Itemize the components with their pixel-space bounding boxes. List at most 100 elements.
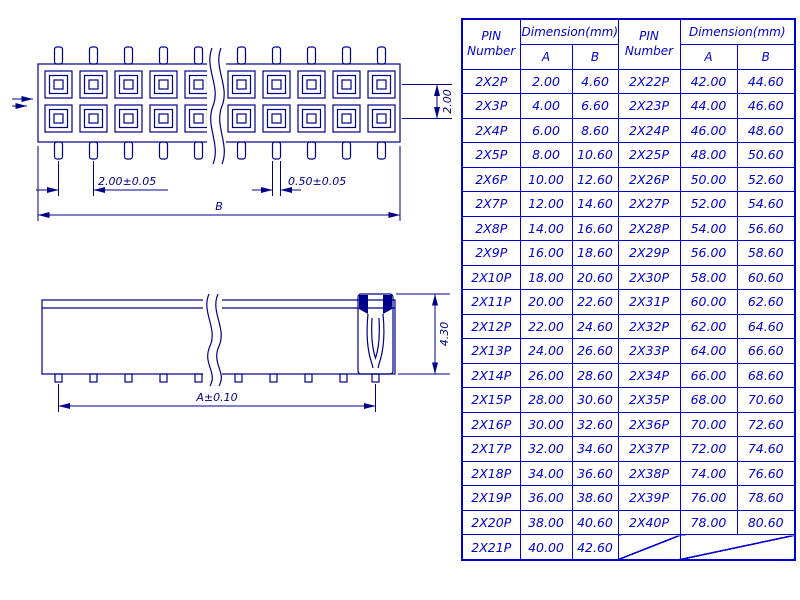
dim-b-cell: 12.60 [571,166,619,192]
dim-b-cell: 22.60 [571,289,619,315]
dim-a-cell: 70.00 [679,411,738,437]
dim-a-cell: 72.00 [679,436,738,462]
dim-b-cell: 34.60 [571,436,619,462]
pin-cell: 2X11P [461,289,521,315]
dim-b-cell: 52.60 [736,166,796,192]
pin-cell: 2X28P [617,215,681,241]
dim-a-cell: 34.00 [519,460,573,486]
dim-a-cell: 62.00 [679,313,738,339]
dim-a-cell: 8.00 [519,142,573,168]
dimension-table: PIN Number Dimension(mm) PIN Number Dime… [461,18,796,561]
header-col-b-right: B [736,43,796,70]
dim-a-cell: 66.00 [679,362,738,388]
header-col-a-right: A [679,43,738,70]
break-symbol-top-view [207,42,226,168]
dim-b-cell: 8.60 [571,117,619,143]
dim-b-cell: 64.60 [736,313,796,339]
pin-cell: 2X18P [461,460,521,486]
table-header-row-2: A B A B [462,43,796,70]
dim-a-cell: 20.00 [519,289,573,315]
side-view: 4.30 A±0.10 [41,292,451,412]
dim-b-cell: 32.60 [571,411,619,437]
dim-a-cell: 58.00 [679,264,738,290]
dim-b-cell: 28.60 [571,362,619,388]
dim-a-cell: 26.00 [519,362,573,388]
dim-a-cell: 44.00 [679,93,738,119]
pin-cell: 2X5P [461,142,521,168]
dim-label-pin-pitch: 2.00±0.05 [98,175,156,188]
dim-length-a: A±0.10 [58,384,376,412]
header-dimension-right: Dimension(mm) [679,18,796,45]
dim-a-cell: 50.00 [679,166,738,192]
dim-a-cell: 4.00 [519,93,573,119]
pin-cell: 2X15P [461,387,521,413]
empty-cell [617,534,681,561]
pin-cell: 2X26P [617,166,681,192]
dim-height: 4.30 [396,293,451,375]
pin-cell: 2X16P [461,411,521,437]
header-col-a-left: A [519,43,573,70]
dim-b-cell: 70.60 [736,387,796,413]
dim-b-cell: 68.60 [736,362,796,388]
dim-b-cell: 46.60 [736,93,796,119]
dim-a-cell: 74.00 [679,460,738,486]
dim-pin-width: 0.50±0.05 [252,161,346,196]
dim-pin-pitch: 2.00±0.05 [36,161,168,196]
dim-b-cell: 36.60 [571,460,619,486]
dim-b-cell: 6.60 [571,93,619,119]
left-leader-arrows [12,96,33,109]
dim-b-cell: 62.60 [736,289,796,315]
dim-label-length-a: A±0.10 [195,391,237,404]
dim-a-cell: 36.00 [519,485,573,511]
pin-cell: 2X21P [461,534,521,561]
dim-b-cell: 42.60 [571,534,619,561]
empty-cell [679,534,796,561]
pin-cell: 2X27P [617,191,681,217]
dim-b-cell: 60.60 [736,264,796,290]
break-symbol-side-view [203,292,222,387]
dim-a-cell: 40.00 [519,534,573,561]
dim-a-cell: 56.00 [679,240,738,266]
pin-cell: 2X36P [617,411,681,437]
dim-a-cell: 46.00 [679,117,738,143]
dim-a-cell: 52.00 [679,191,738,217]
dim-b-cell: 20.60 [571,264,619,290]
dim-a-cell: 60.00 [679,289,738,315]
dim-a-cell: 76.00 [679,485,738,511]
dim-b-cell: 78.60 [736,485,796,511]
dim-b-cell: 30.60 [571,387,619,413]
dim-a-cell: 68.00 [679,387,738,413]
dim-b-cell: 80.60 [736,509,796,535]
pin-cell: 2X37P [617,436,681,462]
pin-cell: 2X31P [617,289,681,315]
pin-cell: 2X34P [617,362,681,388]
pin-cell: 2X19P [461,485,521,511]
dim-b-cell: 56.60 [736,215,796,241]
dim-a-cell: 12.00 [519,191,573,217]
dim-row-pitch: 2.00 [402,84,454,119]
dim-a-cell: 14.00 [519,215,573,241]
dim-b-cell: 72.60 [736,411,796,437]
pin-cell: 2X9P [461,240,521,266]
pin-cell: 2X30P [617,264,681,290]
dim-a-cell: 42.00 [679,68,738,94]
dim-b-cell: 10.60 [571,142,619,168]
dim-overall-length: B [37,146,401,221]
header-pin-number-left: PIN Number [461,18,521,70]
pin-cell: 2X8P [461,215,521,241]
header-pin-line2: Number [624,44,674,59]
dim-b-cell: 54.60 [736,191,796,217]
